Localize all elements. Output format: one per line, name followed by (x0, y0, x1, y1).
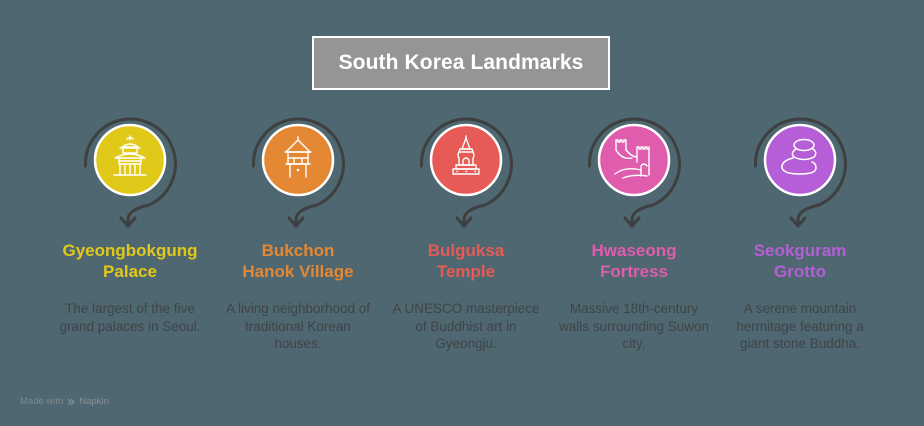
step-title-line2: Fortress (599, 262, 669, 281)
circular-arrow-ring (587, 117, 681, 228)
step-title-line1: Hwaseong (591, 241, 677, 260)
step-description: The largest of the five grand palaces in… (59, 301, 201, 334)
circular-arrow-ring (83, 117, 177, 228)
napkin-brand-text: Napkin (79, 396, 109, 407)
footer-attribution: Made with Napkin (20, 396, 109, 407)
step-hwaseong: Hwaseong Fortress Massive 18th-century w… (549, 102, 719, 392)
step-title-line1: Bukchon (261, 241, 335, 260)
step-title-line1: Seokguram (753, 241, 847, 260)
napkin-logo-icon (67, 398, 76, 405)
step-title-line1: Bulguksa (427, 241, 505, 260)
step-title: Bukchon Hanok Village (213, 240, 383, 282)
step-description: A serene mountain hermitage featuring a … (736, 301, 864, 351)
step-title: Gyeongbokgung Palace (45, 240, 215, 282)
circular-arrow-ring (753, 117, 847, 228)
title-box: South Korea Landmarks (312, 36, 610, 90)
fortress-wall-icon (614, 139, 650, 179)
step-description: A UNESCO masterpiece of Buddhist art in … (392, 301, 540, 351)
step-title-line1: Gyeongbokgung (62, 241, 198, 260)
step-bukchon: Bukchon Hanok Village A living neighborh… (213, 102, 383, 392)
hanok-house-icon (284, 136, 312, 178)
step-title-line2: Grotto (774, 262, 826, 281)
step-seokguram: Seokguram Grotto A serene mountain hermi… (715, 102, 885, 392)
stacked-stones-icon (781, 138, 817, 175)
circular-arrow-ring (251, 117, 345, 228)
step-description: Massive 18th-century walls surrounding S… (558, 301, 710, 351)
step-title: Bulguksa Temple (381, 240, 551, 282)
diagram-title: South Korea Landmarks (338, 51, 584, 74)
palace-pagoda-icon (113, 135, 147, 176)
step-title: Hwaseong Fortress (549, 240, 719, 282)
step-title-line2: Palace (103, 262, 157, 281)
step-title: Seokguram Grotto (715, 240, 885, 282)
circular-arrow-ring (419, 117, 513, 228)
step-title-line2: Hanok Village (242, 262, 354, 281)
temple-stupa-icon (452, 135, 480, 175)
step-title-line2: Temple (436, 262, 496, 281)
step-gyeongbokgung: Gyeongbokgung Palace The largest of the … (45, 102, 215, 392)
step-description: A living neighborhood of traditional Kor… (225, 301, 371, 351)
made-with-text: Made with (20, 396, 64, 407)
step-bulguksa: Bulguksa Temple A UNESCO masterpiece of … (381, 102, 551, 392)
